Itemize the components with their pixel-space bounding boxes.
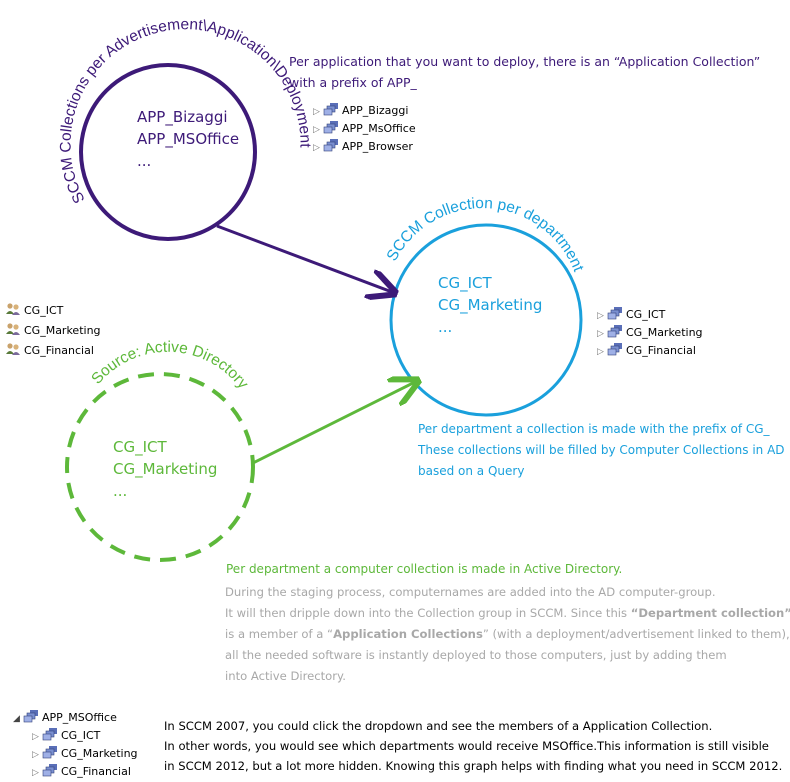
collection-icon bbox=[42, 764, 57, 777]
ad-group-list: CG_ICT CG_Marketing CG_Financial bbox=[5, 301, 101, 361]
arrow-ad-to-dept bbox=[252, 382, 415, 465]
user-group-icon bbox=[6, 323, 20, 335]
ad-note: Per department a computer collection is … bbox=[226, 559, 622, 580]
ad-circle-content: CG_ICT CG_Marketing ... bbox=[113, 436, 217, 502]
bottom-note-line: in SCCM 2012, but a lot more hidden. Kno… bbox=[164, 759, 783, 773]
ad-group-item[interactable]: CG_Marketing bbox=[5, 321, 101, 341]
tree-item-label: CG_Financial bbox=[626, 344, 696, 357]
expand-triangle-icon[interactable]: ▷ bbox=[32, 768, 39, 778]
staging-note-line: all the needed software is instantly dep… bbox=[225, 648, 727, 662]
ad-group-item[interactable]: CG_Financial bbox=[5, 341, 101, 361]
user-group-icon bbox=[6, 343, 20, 355]
ad-group-label: CG_Marketing bbox=[24, 324, 101, 337]
bottom-note-line: In SCCM 2007, you could click the dropdo… bbox=[164, 719, 713, 733]
tree-item[interactable]: ▷ CG_Marketing bbox=[13, 745, 138, 763]
application-collections-emphasis: Application Collections bbox=[333, 627, 483, 641]
department-collection-emphasis: “Department collection” bbox=[630, 606, 790, 620]
staging-note-line: is a member of a “Application Collection… bbox=[225, 627, 790, 641]
collection-icon bbox=[607, 343, 622, 356]
staging-note: During the staging process, computername… bbox=[225, 582, 790, 687]
collapse-triangle-icon[interactable]: ◢ bbox=[13, 714, 20, 724]
ad-circle-line: CG_ICT bbox=[113, 438, 167, 456]
ad-circle-line: ... bbox=[113, 482, 128, 500]
expand-triangle-icon[interactable]: ▷ bbox=[313, 125, 320, 135]
expand-triangle-icon[interactable]: ▷ bbox=[32, 750, 39, 760]
ad-group-label: CG_ICT bbox=[24, 304, 64, 317]
tree-item-label: APP_Browser bbox=[342, 140, 413, 153]
dept-circle-line: ... bbox=[438, 318, 453, 336]
ad-group-item[interactable]: CG_ICT bbox=[5, 301, 101, 321]
dept-note-line: Per department a collection is made with… bbox=[418, 422, 770, 436]
collection-icon bbox=[607, 325, 622, 338]
tree-item-label: APP_Bizaggi bbox=[342, 104, 409, 117]
bottom-note: In SCCM 2007, you could click the dropdo… bbox=[164, 716, 782, 776]
tree-item[interactable]: ▷ CG_Marketing bbox=[597, 324, 703, 342]
bottom-collection-tree: ◢ APP_MSOffice ▷ CG_ICT ▷ CG_Marketing ▷ CG_… bbox=[13, 709, 138, 781]
tree-item[interactable]: ▷ CG_Financial bbox=[597, 342, 703, 360]
collection-icon bbox=[42, 746, 57, 759]
dept-note-line: These collections will be filled by Comp… bbox=[418, 443, 785, 457]
ad-circle-arc-label: Source: Active Directory bbox=[88, 339, 251, 393]
tree-item-label: CG_ICT bbox=[626, 308, 666, 321]
ad-group-label: CG_Financial bbox=[24, 344, 94, 357]
app-note-line: with a prefix of APP_ bbox=[289, 75, 417, 90]
bottom-note-line: In other words, you would see which depa… bbox=[164, 739, 769, 753]
app-collection-tree: ▷ APP_Bizaggi ▷ APP_MsOffice ▷ APP_Browser bbox=[313, 102, 416, 156]
collection-icon bbox=[323, 103, 338, 116]
app-circle-content: APP_Bizaggi APP_MSOffice ... bbox=[137, 106, 239, 172]
tree-item-label: CG_Financial bbox=[61, 765, 131, 778]
tree-item[interactable]: ▷ APP_Bizaggi bbox=[313, 102, 416, 120]
app-note: Per application that you want to deploy,… bbox=[289, 51, 760, 93]
dept-circle-line: CG_Marketing bbox=[438, 296, 543, 314]
app-note-line: Per application that you want to deploy,… bbox=[289, 54, 761, 69]
app-circle-line: APP_Bizaggi bbox=[137, 108, 228, 126]
dept-note: Per department a collection is made with… bbox=[418, 419, 785, 482]
app-circle-line: APP_MSOffice bbox=[137, 130, 240, 148]
app-circle-line: ... bbox=[137, 152, 152, 170]
user-group-icon bbox=[6, 303, 20, 315]
expand-triangle-icon[interactable]: ▷ bbox=[32, 732, 39, 742]
dept-collection-circle bbox=[389, 223, 583, 417]
expand-triangle-icon[interactable]: ▷ bbox=[597, 329, 604, 339]
collection-icon bbox=[23, 710, 38, 723]
expand-triangle-icon[interactable]: ▷ bbox=[597, 347, 604, 357]
tree-item[interactable]: ▷ APP_Browser bbox=[313, 138, 416, 156]
tree-item-label: APP_MsOffice bbox=[342, 122, 416, 135]
dept-circle-line: CG_ICT bbox=[438, 274, 492, 292]
ad-note-line: Per department a computer collection is … bbox=[226, 562, 623, 576]
expand-triangle-icon[interactable]: ▷ bbox=[313, 143, 320, 153]
tree-item[interactable]: ▷ CG_Financial bbox=[13, 763, 138, 781]
dept-circle-arc-label: SCCM Collection per department bbox=[384, 195, 587, 275]
tree-item-label: CG_Marketing bbox=[626, 326, 703, 339]
expand-triangle-icon[interactable]: ▷ bbox=[313, 107, 320, 117]
tree-item[interactable]: ▷ APP_MsOffice bbox=[313, 120, 416, 138]
tree-item-label: APP_MSOffice bbox=[42, 711, 117, 724]
tree-item[interactable]: ▷ CG_ICT bbox=[13, 727, 138, 745]
collection-icon bbox=[323, 139, 338, 152]
expand-triangle-icon[interactable]: ▷ bbox=[597, 311, 604, 321]
staging-note-line: into Active Directory. bbox=[225, 669, 346, 683]
collection-icon bbox=[607, 307, 622, 320]
app-collection-circle bbox=[79, 63, 257, 241]
dept-circle-content: CG_ICT CG_Marketing ... bbox=[438, 272, 542, 338]
tree-item[interactable]: ▷ CG_ICT bbox=[597, 306, 703, 324]
ad-source-circle bbox=[65, 372, 255, 562]
dept-collection-tree: ▷ CG_ICT ▷ CG_Marketing ▷ CG_Financial bbox=[597, 306, 703, 360]
arrow-app-to-dept bbox=[216, 224, 392, 292]
ad-circle-line: CG_Marketing bbox=[113, 460, 218, 478]
collection-icon bbox=[42, 728, 57, 741]
staging-note-line: During the staging process, computername… bbox=[225, 585, 716, 599]
staging-note-line: It will then dripple down into the Colle… bbox=[225, 606, 790, 620]
tree-item-label: CG_ICT bbox=[61, 729, 101, 742]
dept-note-line: based on a Query bbox=[418, 464, 525, 478]
collection-icon bbox=[323, 121, 338, 134]
tree-item-label: CG_Marketing bbox=[61, 747, 138, 760]
tree-item-root[interactable]: ◢ APP_MSOffice bbox=[13, 709, 138, 727]
